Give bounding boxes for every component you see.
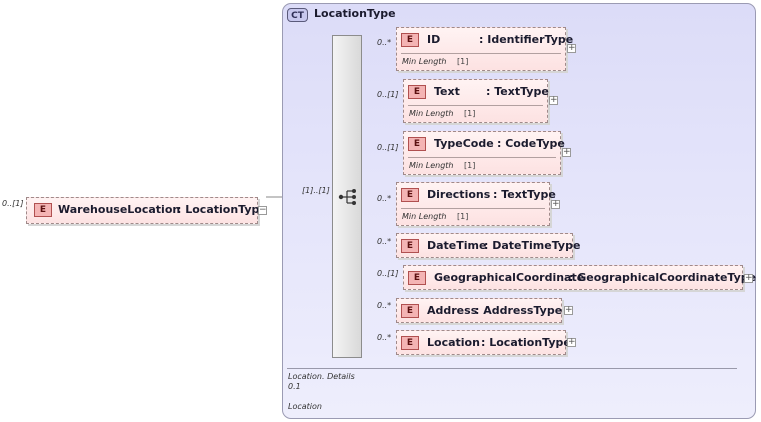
expand-icon[interactable]: + (744, 273, 753, 283)
element-name: ID (427, 33, 441, 46)
element-geographical-coordinate[interactable]: E GeographicalCoordinate : GeographicalC… (403, 265, 756, 290)
element-badge-icon: E (408, 137, 426, 151)
element-type: : CodeType (497, 137, 565, 150)
annotation-line-1: Location. Details (288, 372, 355, 381)
facet-value: [1] (464, 109, 476, 118)
facet-name: Min Length (402, 212, 447, 221)
element-badge-icon: E (401, 239, 419, 253)
element-type: : TextType (493, 188, 556, 201)
root-multiplicity: 0..[1] (2, 199, 24, 208)
facet-value: [1] (457, 212, 469, 221)
element-badge-icon: E (401, 336, 419, 350)
multiplicity-address: 0..* (377, 301, 392, 310)
element-name: TypeCode (434, 137, 494, 150)
annotation-divider (287, 368, 737, 369)
multiplicity-geographical-coordinate: 0..[1] (377, 269, 399, 278)
collapse-icon[interactable]: − (258, 205, 267, 215)
expand-icon[interactable]: + (562, 147, 571, 157)
expand-icon[interactable]: + (549, 95, 558, 105)
expand-icon[interactable]: + (567, 43, 576, 53)
element-badge-icon: E (34, 203, 52, 217)
element-name: WarehouseLocation (58, 203, 181, 216)
element-name: Address (427, 304, 478, 317)
element-id[interactable]: E ID : IdentifierType Min Length [1] (396, 27, 573, 71)
facet-value: [1] (464, 161, 476, 170)
sequence-multiplicity: [1]..[1] (302, 186, 330, 195)
multiplicity-text: 0..[1] (377, 90, 399, 99)
facet-name: Min Length (409, 109, 454, 118)
expand-icon[interactable]: + (567, 337, 576, 347)
complex-type-title: LocationType (314, 7, 396, 20)
element-badge-icon: E (408, 271, 426, 285)
facet-name: Min Length (409, 161, 454, 170)
element-type: : AddressType (475, 304, 563, 317)
element-type: : TextType (486, 85, 549, 98)
element-address[interactable]: E Address : AddressType (396, 298, 562, 323)
element-name: DateTime (427, 239, 487, 252)
element-name: Text (434, 85, 460, 98)
multiplicity-datetime: 0..* (377, 237, 392, 246)
complex-type-badge-icon: CT (287, 8, 308, 22)
element-name: GeographicalCoordinate (434, 271, 585, 284)
annotation-line-2: 0.1 (288, 382, 301, 391)
element-name: Directions (427, 188, 491, 201)
multiplicity-typecode: 0..[1] (377, 143, 399, 152)
multiplicity-location: 0..* (377, 333, 392, 342)
element-type: : GeographicalCoordinateType (569, 271, 757, 284)
expand-icon[interactable]: + (564, 305, 573, 315)
facet-value: [1] (457, 57, 469, 66)
element-type: : IdentifierType (479, 33, 574, 46)
element-typecode[interactable]: E TypeCode : CodeType Min Length [1] (403, 131, 565, 175)
root-element-warehouse-location[interactable]: E WarehouseLocation : LocationType (26, 197, 267, 224)
sequence-icon (338, 189, 356, 205)
element-badge-icon: E (401, 33, 419, 47)
element-type: : DateTimeType (484, 239, 581, 252)
element-badge-icon: E (408, 85, 426, 99)
element-directions[interactable]: E Directions : TextType Min Length [1] (396, 182, 556, 226)
element-name: Location (427, 336, 480, 349)
element-badge-icon: E (401, 304, 419, 318)
multiplicity-directions: 0..* (377, 194, 392, 203)
element-text[interactable]: E Text : TextType Min Length [1] (403, 79, 549, 123)
element-type: : LocationType (481, 336, 571, 349)
annotation-line-3: Location (288, 402, 322, 411)
element-location[interactable]: E Location : LocationType (396, 330, 571, 355)
facet-name: Min Length (402, 57, 447, 66)
element-datetime[interactable]: E DateTime : DateTimeType (396, 233, 580, 258)
element-type: : LocationType (177, 203, 267, 216)
element-badge-icon: E (401, 188, 419, 202)
expand-icon[interactable]: + (551, 199, 560, 209)
multiplicity-id: 0..* (377, 38, 392, 47)
